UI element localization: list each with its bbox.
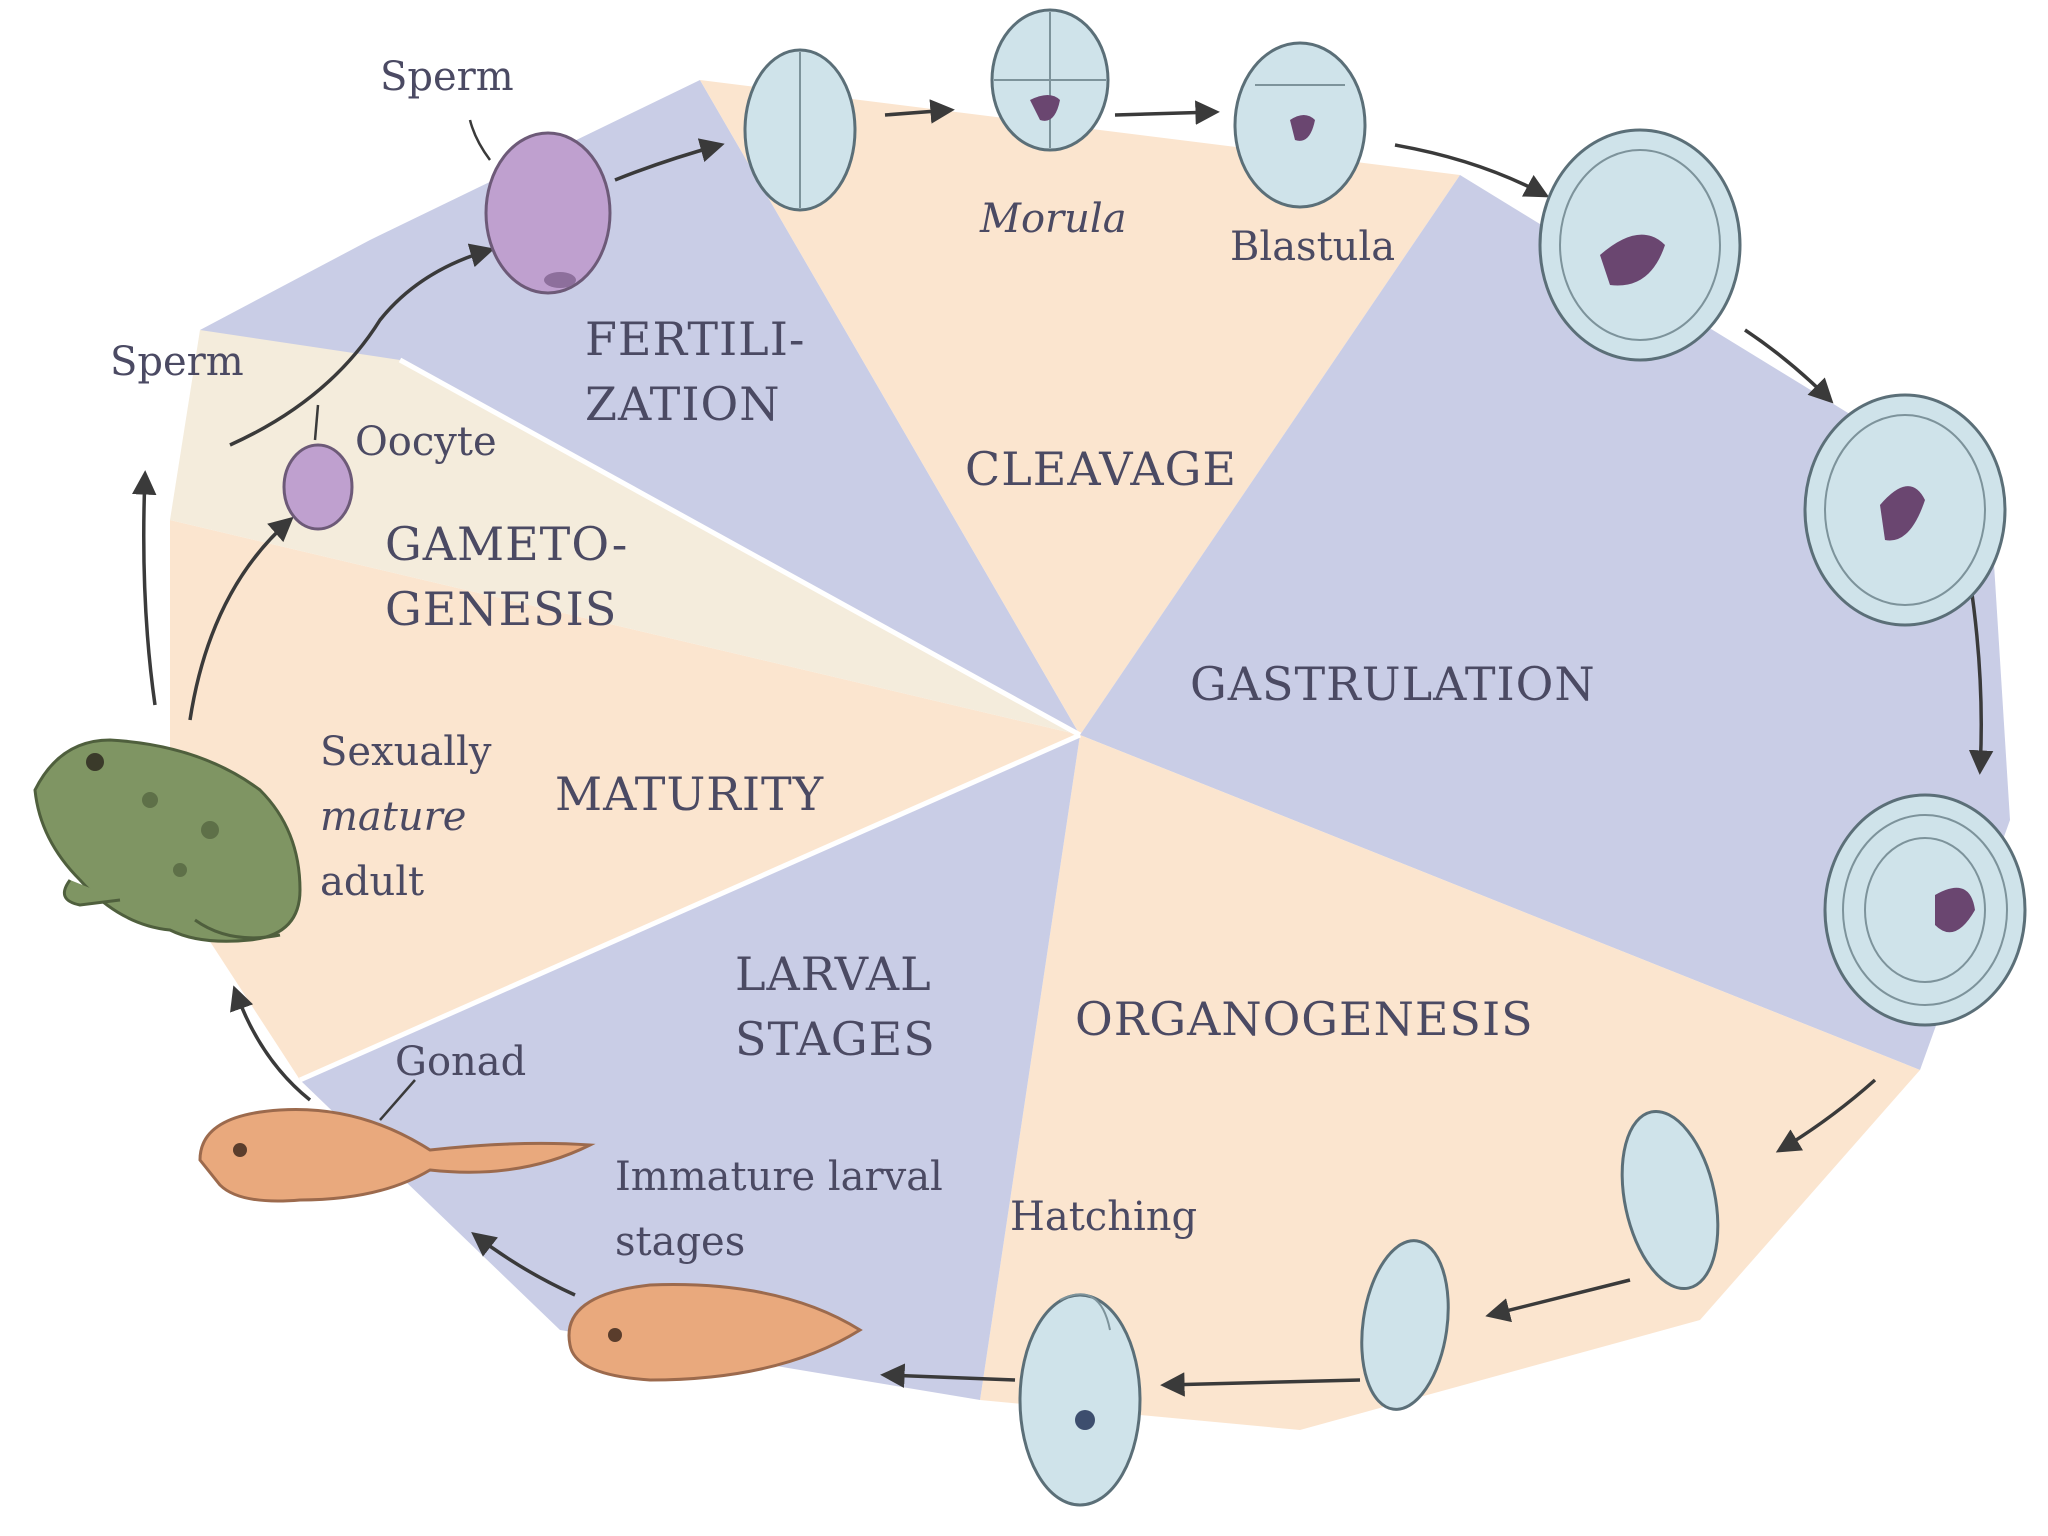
cleavage-label: CLEAVAGE xyxy=(965,442,1237,496)
sperm-top-label: Sperm xyxy=(380,54,514,100)
gametogenesis-label-line2: GENESIS xyxy=(385,582,617,636)
cycle-arrows xyxy=(131,99,1994,1397)
immature-larval-label-line1: Immature larval xyxy=(615,1154,943,1200)
hatching-embryo xyxy=(1018,1293,1142,1507)
gastrula-embryo-1 xyxy=(1538,128,1742,362)
gonad-label: Gonad xyxy=(395,1039,526,1085)
gametogenesis-label-line1: GAMETO- xyxy=(385,517,628,571)
hatched-tadpole xyxy=(567,1283,863,1382)
sector-cleavage xyxy=(700,80,1460,735)
hatching-label: Hatching xyxy=(1010,1194,1197,1240)
gastrula-embryo-2 xyxy=(1803,393,2007,627)
adult-label-line2: mature xyxy=(320,794,466,840)
larval-stages-label-line1: LARVAL xyxy=(735,947,932,1001)
adult-frog xyxy=(33,738,302,943)
two-cell-embryo xyxy=(743,48,857,212)
gastrulation-label: GASTRULATION xyxy=(1190,657,1596,711)
structure-labels: Sperm Sperm Oocyte Morula Blastula Sexua… xyxy=(110,54,1395,1265)
neurula-embryo xyxy=(1823,793,2027,1027)
fertilized-egg xyxy=(484,131,612,295)
sector-gametogenesis xyxy=(170,330,1080,735)
morula-embryo xyxy=(990,8,1110,152)
stage-labels: FERTILI- ZATION CLEAVAGE GASTRULATION OR… xyxy=(385,312,1596,1066)
sector-gastrulation xyxy=(1080,175,2010,1070)
oocyte-label: Oocyte xyxy=(355,419,497,465)
maturity-label: MATURITY xyxy=(555,767,824,821)
leader-lines xyxy=(313,119,492,1121)
adult-label-line3: adult xyxy=(320,859,424,905)
tailbud-embryo-2 xyxy=(1360,1239,1450,1411)
sperm-left-label: Sperm xyxy=(110,339,244,385)
immature-larval-label-line2: stages xyxy=(615,1219,745,1265)
sector-fertilization xyxy=(200,80,1080,735)
blastula-embryo xyxy=(1233,41,1367,209)
sector-maturity xyxy=(170,520,1080,1080)
blastula-label: Blastula xyxy=(1230,224,1395,270)
organogenesis-label: ORGANOGENESIS xyxy=(1075,992,1534,1046)
morula-label: Morula xyxy=(979,196,1127,242)
fertilization-label-line1: FERTILI- xyxy=(585,312,805,366)
tailbud-embryo-1 xyxy=(1620,1109,1720,1291)
oocyte xyxy=(282,443,354,531)
sector-dividers xyxy=(298,357,1082,1083)
immature-tadpole xyxy=(198,1108,596,1203)
larval-stages-label-line2: STAGES xyxy=(735,1012,936,1066)
fertilization-label-line2: ZATION xyxy=(585,377,780,431)
adult-label-line1: Sexually xyxy=(320,729,492,775)
